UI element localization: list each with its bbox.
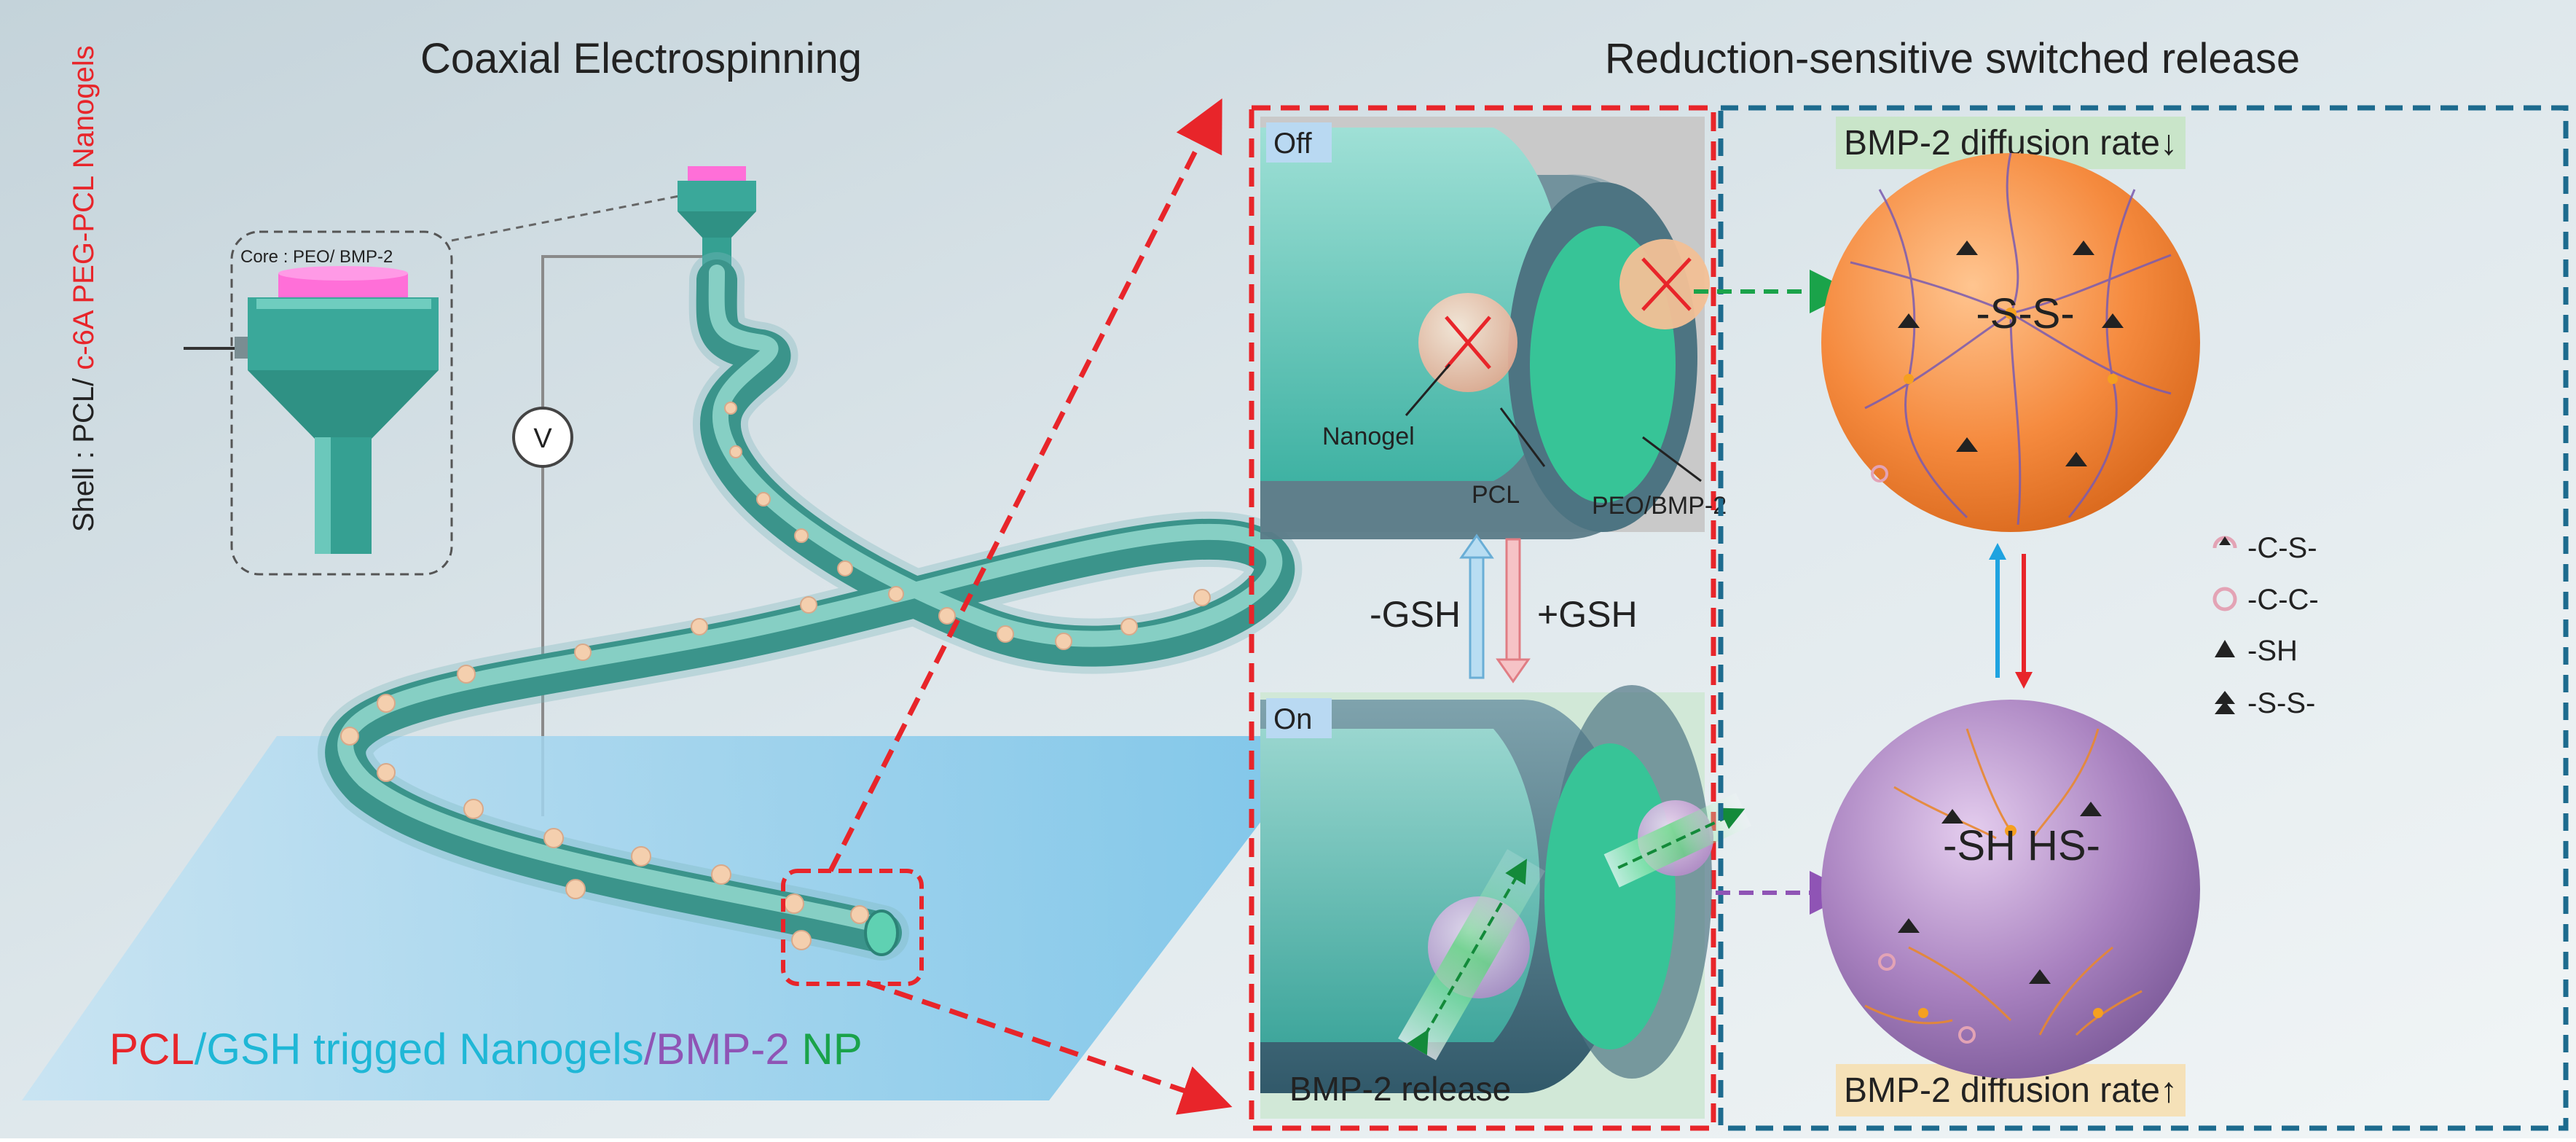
disulfide-label: -S-S- [1976, 290, 2074, 337]
legend-item-s-s: -S-S- [2215, 687, 2315, 719]
ring-icon [2212, 587, 2237, 611]
gsh-switch: -GSH +GSH [1370, 533, 1638, 684]
double-triangle-icon [2215, 691, 2235, 704]
shell-label-prefix: Shell : PCL/ [68, 370, 100, 532]
nanogel-label: Nanogel [1322, 423, 1415, 450]
pcl-label: PCL [1472, 481, 1520, 509]
fiber [318, 252, 1303, 961]
legend-np: NP [790, 1025, 863, 1073]
zoom-arrow-bottom [865, 979, 1233, 1115]
zoom-connector [451, 189, 706, 242]
off-panel: Off Nanogel PCL PEO/BMP-2 [1260, 117, 1727, 539]
middle-panel-frame [1249, 105, 1716, 1131]
legend-item-c-s: -C-S- [2212, 532, 2317, 564]
legend-item-sh: -SH [2215, 635, 2298, 667]
bond-legend: -C-S- -C-C- -SH -S-S- [2212, 532, 2319, 719]
shell-label-nanogels: c-6A PEG-PCL Nanogels [68, 45, 100, 369]
nozzle-large [184, 266, 439, 554]
plus-gsh-label: +GSH [1537, 594, 1638, 635]
title-release: Reduction-sensitive switched release [1605, 35, 2300, 82]
legend-slash-1: / [195, 1025, 207, 1073]
thiol-label: -SH HS- [1943, 822, 2100, 869]
reduced-nanogel-sphere: -SH HS- [1821, 700, 2200, 1079]
crosslinked-nanogel-sphere: -S-S- [1821, 152, 2200, 532]
on-state-label: On [1273, 703, 1312, 735]
legend-slash-2: / [644, 1025, 656, 1073]
core-label: Core : PEO/ BMP-2 [240, 247, 393, 267]
voltage-meter [512, 407, 573, 468]
bottom-legend: PCL/GSH trigged Nanogels/BMP-2 NP [109, 1025, 863, 1073]
legend-label-c-s: -C-S- [2247, 532, 2317, 564]
right-panel-frame [1718, 105, 2569, 1131]
legend-bmp2: BMP-2 [656, 1025, 789, 1073]
bmp2-release-label: BMP-2 release [1289, 1070, 1511, 1108]
legend-item-c-c: -C-C- [2212, 584, 2319, 616]
title-coaxial: Coaxial Electrospinning [420, 35, 862, 82]
legend-gsh-nanogels: GSH trigged Nanogels [206, 1025, 643, 1073]
svg-text:Shell : PCL/ c-6A PEG-PCL Nano: Shell : PCL/ c-6A PEG-PCL Nanogels [68, 45, 100, 532]
fiber-nanogels [340, 402, 1211, 950]
fiber-end-zoom-box [781, 869, 924, 986]
legend-label-s-s: -S-S- [2247, 687, 2315, 719]
legend-pcl: PCL [109, 1025, 195, 1073]
legend-label-sh: -SH [2247, 635, 2298, 667]
on-panel: On BMP-2 release [1260, 685, 1752, 1119]
up-arrow-head [1989, 543, 2006, 560]
zoom-arrow-top [828, 98, 1222, 872]
voltage-symbol: V [533, 423, 552, 454]
shell-label: Shell : PCL/ c-6A PEG-PCL Nanogels [68, 45, 100, 532]
peo-bmp2-label: PEO/BMP-2 [1592, 492, 1727, 520]
collector-plate [22, 736, 1326, 1100]
down-arrow-head [2015, 672, 2033, 689]
off-state-label: Off [1273, 128, 1313, 160]
triangle-icon [2215, 640, 2235, 657]
nozzle-zoom-box [230, 230, 453, 576]
voltage-circuit: V [512, 255, 702, 816]
legend-label-c-c: -C-C- [2247, 584, 2319, 616]
minus-gsh-label: -GSH [1370, 594, 1461, 635]
